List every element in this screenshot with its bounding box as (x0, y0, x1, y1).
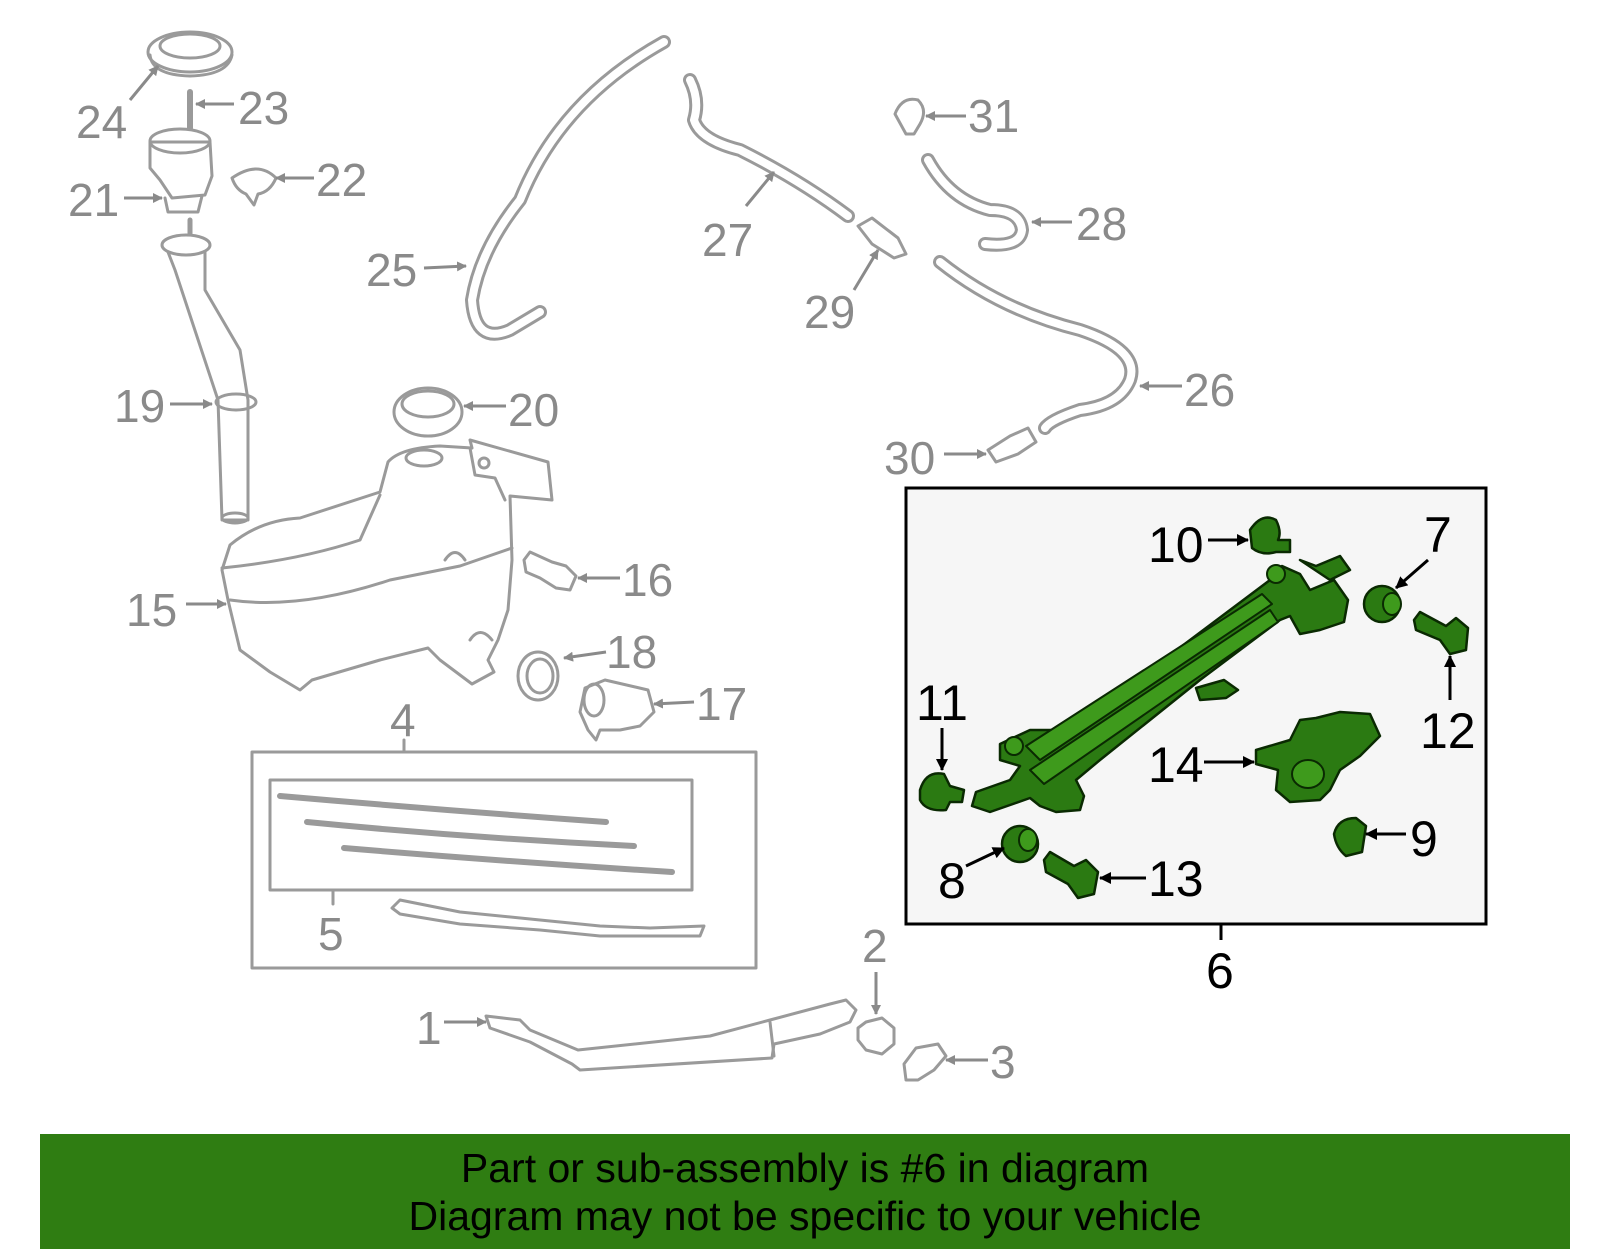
nut-part-2 (856, 1016, 896, 1056)
grommet-part-7 (1362, 584, 1402, 624)
filler-neck-cap-part-21 (148, 127, 214, 243)
notice-line-1: Part or sub-assembly is #6 in diagram (460, 1144, 1150, 1191)
joint-part-29 (856, 216, 908, 260)
callout-3: 3 (990, 1036, 1016, 1088)
filler-pipe-part-19 (160, 233, 258, 525)
callout-7: 7 (1424, 507, 1452, 563)
bolt-part-11 (918, 772, 966, 812)
callout-10: 10 (1148, 517, 1204, 573)
callout-20: 20 (508, 384, 559, 436)
notice-banner: Part or sub-assembly is #6 in diagram Di… (40, 1134, 1570, 1249)
callout-17: 17 (696, 678, 747, 730)
callout-9: 9 (1410, 811, 1438, 867)
callout-30: 30 (884, 432, 935, 484)
washer-pump-part-17 (578, 678, 656, 742)
callout-6: 6 (1206, 943, 1234, 999)
linkage-assembly-box-6 (904, 486, 1488, 940)
pump-connector-part-16 (522, 550, 578, 592)
callout-28: 28 (1076, 198, 1127, 250)
callout-11: 11 (916, 675, 968, 731)
hose-part-28 (921, 153, 1029, 252)
grommet-part-20 (392, 386, 464, 438)
callout-2: 2 (862, 920, 888, 972)
connector-part-30 (986, 426, 1038, 464)
washer-reservoir-part-15 (220, 438, 554, 692)
callout-5: 5 (318, 908, 344, 960)
callout-27: 27 (702, 214, 753, 266)
grommet-part-18 (516, 650, 560, 702)
cover-cap-part-3 (902, 1042, 948, 1082)
reservoir-cap-part-24 (146, 30, 234, 78)
callout-22: 22 (316, 154, 367, 206)
callout-31: 31 (968, 90, 1019, 142)
grommet-part-8 (1000, 824, 1040, 864)
wiper-linkage-frame (970, 554, 1352, 814)
callout-25: 25 (366, 244, 417, 296)
bolt-part-12 (1412, 610, 1470, 656)
bolt-part-10 (1248, 516, 1292, 555)
wiper-motor-part-14 (1254, 710, 1382, 804)
leader-arrows (124, 65, 1182, 1065)
hose-part-25 (465, 35, 671, 341)
callout-16: 16 (622, 554, 673, 606)
grommet-part-9 (1332, 816, 1368, 858)
callout-24: 24 (76, 96, 127, 148)
hose-part-27 (683, 73, 855, 223)
callout-14: 14 (1148, 737, 1204, 793)
callout-23: 23 (238, 82, 289, 134)
callout-18: 18 (606, 626, 657, 678)
notice-line-2: Diagram may not be specific to your vehi… (408, 1192, 1202, 1239)
callout-29: 29 (804, 286, 855, 338)
callout-19: 19 (114, 380, 165, 432)
nozzle-part-31 (893, 97, 925, 136)
callout-12: 12 (1420, 703, 1476, 759)
wiper-arm-part-1 (484, 998, 858, 1072)
callout-8: 8 (938, 853, 966, 909)
callout-13: 13 (1148, 851, 1204, 907)
callout-21: 21 (68, 174, 119, 226)
callout-26: 26 (1184, 364, 1235, 416)
clip-part-22 (230, 167, 278, 207)
hose-part-26 (933, 255, 1139, 435)
leader-arrows-assembly (936, 534, 1456, 884)
callout-1: 1 (416, 1002, 442, 1054)
bolt-part-13 (1042, 850, 1100, 900)
blade-group-box-4 (250, 738, 758, 970)
callout-15: 15 (126, 584, 177, 636)
callout-4: 4 (390, 694, 416, 746)
